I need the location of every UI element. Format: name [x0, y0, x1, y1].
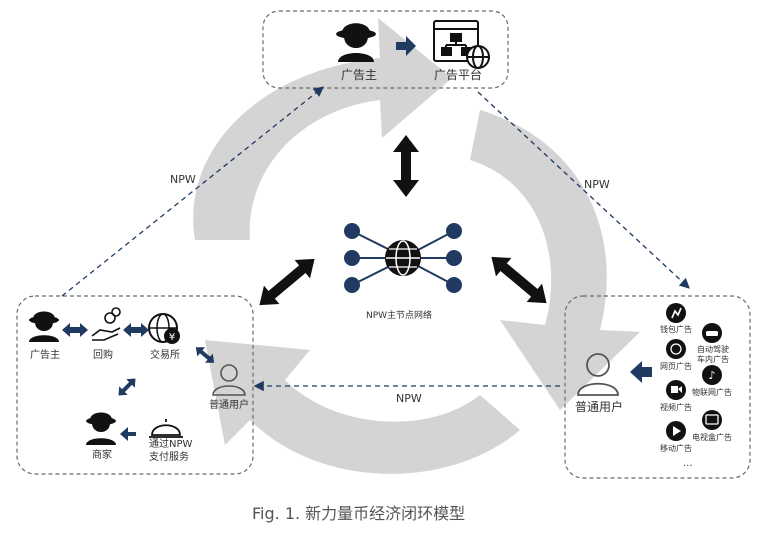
ring-segment-top [193, 18, 452, 240]
left-payment-label-1: 通过NPW [149, 439, 193, 450]
left-merchant-label: 商家 [92, 450, 112, 461]
double-arrow-diag-2 [118, 378, 136, 396]
double-arrow-small-2 [123, 323, 149, 337]
top-box-frame [262, 10, 509, 89]
user-icon-right [577, 353, 619, 396]
double-arrow-diag-1 [195, 347, 215, 363]
figure-caption: Fig. 1. 新力量币经济闭环模型 [252, 504, 466, 523]
arrow-left-small-icon [120, 427, 136, 441]
user-icon-left [212, 364, 246, 396]
ad-label-web: 网页广告 [660, 362, 692, 371]
right-user-label: 普通用户 [575, 400, 624, 414]
top-advertiser-label: 广告主 [341, 68, 378, 82]
ad-platform-icon [433, 20, 490, 69]
payment-bell-icon [149, 419, 183, 438]
buyback-icon [91, 307, 121, 341]
ad-type-icons: ♪ [666, 303, 722, 441]
arrow-left-icon [630, 361, 652, 383]
flow-line-left [61, 86, 325, 297]
left-buyback-label: 回购 [93, 350, 113, 361]
double-arrow-small-1 [62, 323, 88, 337]
svg-text:♪: ♪ [708, 369, 715, 382]
left-payment-label-2: 支付服务 [149, 452, 189, 463]
flow-line-right [477, 91, 690, 289]
double-arrow-right [491, 256, 547, 304]
double-arrow-left [259, 258, 315, 306]
svg-text:¥: ¥ [169, 332, 175, 343]
ad-label-wallet: 钱包广告 [660, 325, 692, 334]
arrow-right-icon [396, 36, 416, 56]
network-node-icon [344, 223, 462, 293]
ad-label-autodrive-2: 车内广告 [697, 355, 729, 364]
flow-label-bottom: NPW [396, 392, 422, 405]
cycle-ring [193, 18, 640, 474]
left-exchange-label: 交易所 [150, 350, 180, 361]
left-user-label: 普通用户 [209, 400, 249, 411]
advertiser-icon-left [29, 311, 59, 342]
merchant-icon [86, 412, 116, 445]
ad-label-video: 视频广告 [660, 403, 692, 412]
exchange-icon: ¥ [148, 313, 180, 344]
ring-segment-right [470, 110, 640, 410]
flow-label-right: NPW [584, 178, 610, 191]
double-arrow-top [393, 135, 419, 197]
ad-label-autodrive-1: 自动驾驶 [697, 345, 729, 354]
advertiser-icon-top [336, 23, 376, 62]
flow-label-left: NPW [170, 173, 196, 186]
ring-segment-bottom [205, 340, 520, 474]
left-box-frame [16, 295, 254, 475]
ad-label-iot: 物联网广告 [692, 388, 732, 397]
center-node-label: NPW主节点网络 [366, 311, 433, 321]
ad-label-tvbox: 电视盒广告 [692, 433, 732, 442]
top-ad-platform-label: 广告平台 [434, 68, 483, 82]
ad-label-mobile: 移动广告 [660, 444, 692, 453]
ad-ellipsis: ... [683, 458, 693, 469]
left-advertiser-label: 广告主 [30, 350, 60, 361]
